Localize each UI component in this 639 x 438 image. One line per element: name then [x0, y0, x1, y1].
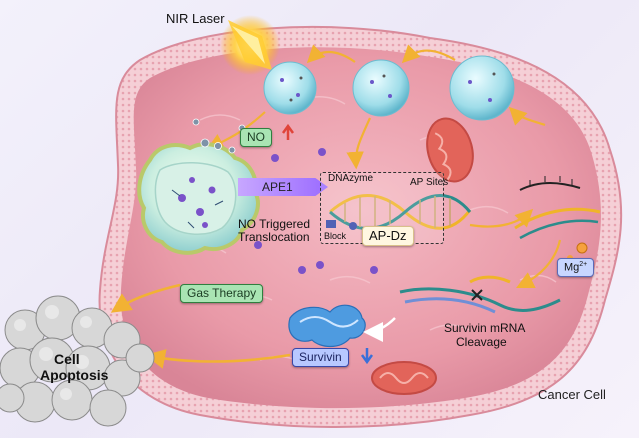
decrease-arrow-icon: [360, 348, 374, 365]
ape1-label: APE1: [262, 180, 293, 194]
ape1-arrow: [238, 178, 328, 196]
no-badge: NO: [240, 128, 272, 148]
mg-ion-label: Mg2+: [557, 258, 595, 277]
increase-arrow-icon: [281, 123, 295, 140]
nanoparticle-1: [263, 61, 317, 115]
laser-beam-icon: [220, 15, 280, 75]
nanoparticle-3: [449, 55, 515, 121]
ap-dz-dna-helix: [326, 194, 472, 230]
cleavage-label: Cleavage: [456, 335, 507, 349]
apoptotic-cells: [0, 295, 155, 427]
ap-sites-label: AP Sites: [410, 177, 449, 188]
cancer-cell-label: Cancer Cell: [538, 387, 606, 402]
mrna-strands: [514, 176, 601, 240]
mitochondrion-bottom: [371, 361, 437, 395]
nir-laser-label: NIR Laser: [166, 11, 225, 26]
mg-text: Mg: [564, 261, 580, 274]
block-label: Block: [324, 231, 347, 241]
cell-label: Cell: [54, 351, 80, 367]
dnazyme-label: DNAzyme: [328, 173, 374, 184]
ap-dz-label: AP-Dz: [362, 226, 414, 247]
no-triggered-label: NO Triggered: [238, 217, 311, 231]
gas-therapy-badge: Gas Therapy: [180, 284, 264, 304]
translocation-label: Translocation: [238, 230, 310, 244]
survivin-mrna-label: Survivin mRNA: [444, 321, 526, 335]
mg-charge: 2+: [579, 261, 588, 268]
nanoparticle-2: [352, 59, 410, 117]
cleavage-strands: [399, 275, 561, 314]
mitochondrion-top: [426, 117, 474, 183]
survivin-badge: Survivin: [292, 348, 349, 368]
apoptosis-label: Apoptosis: [40, 367, 109, 383]
